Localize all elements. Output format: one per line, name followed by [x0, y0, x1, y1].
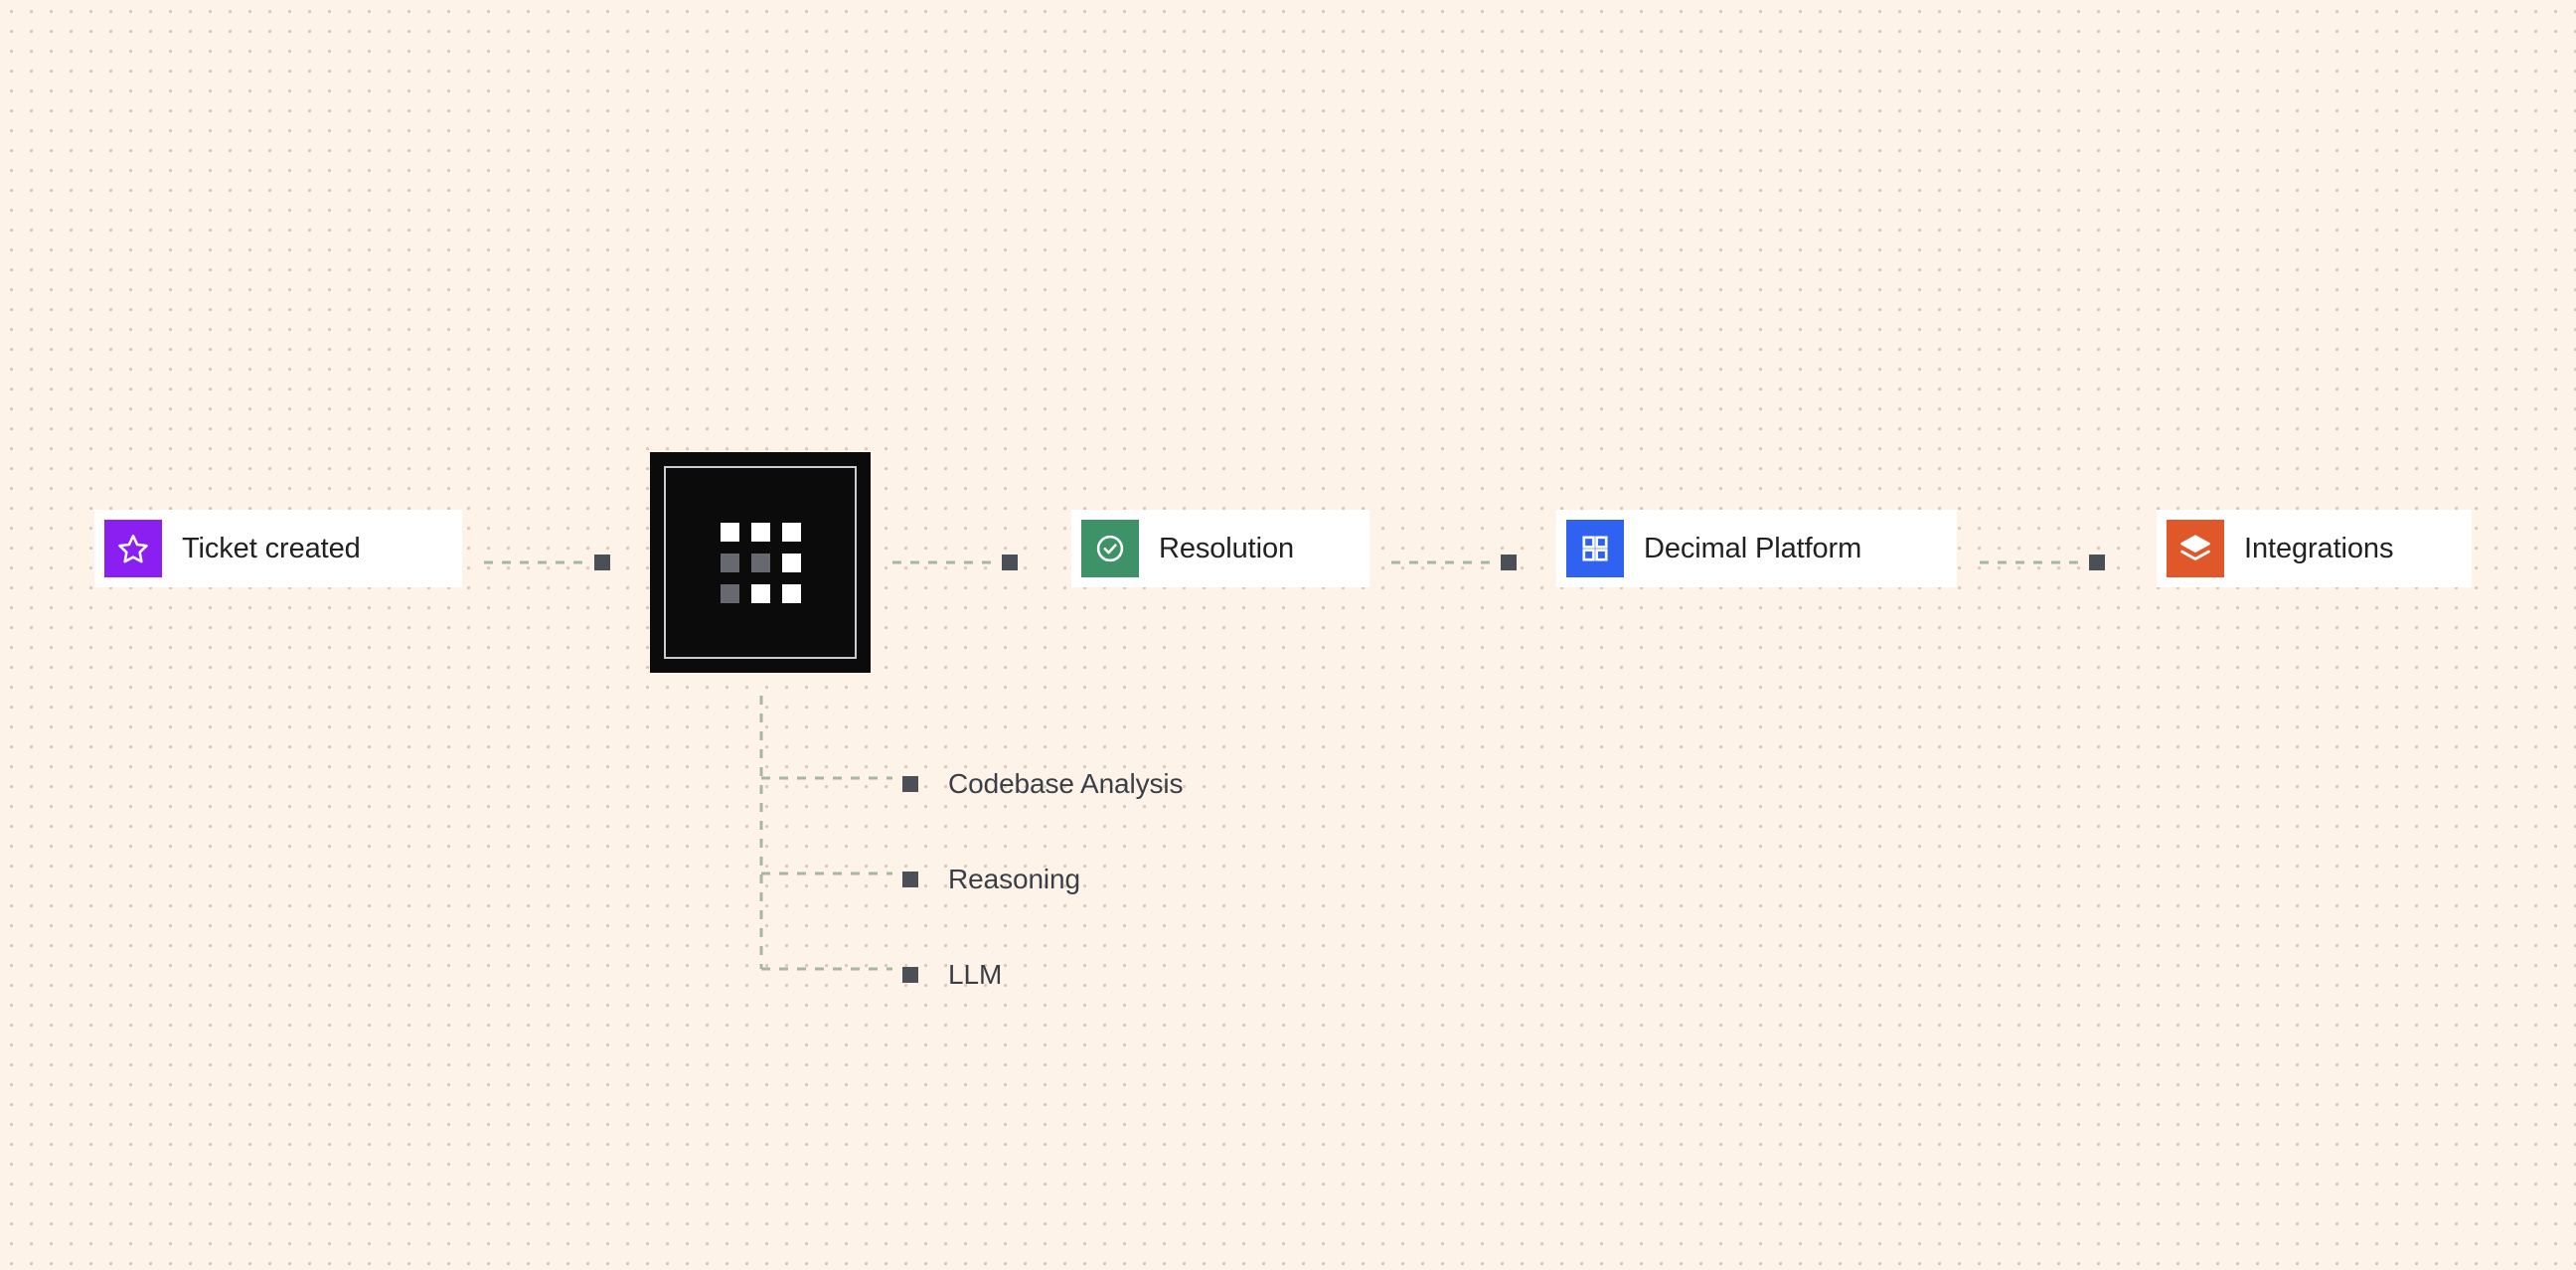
node-label-decimal-platform: Decimal Platform	[1644, 532, 1862, 564]
subitem-label-codebase-analysis: Codebase Analysis	[948, 768, 1184, 799]
check-circle-icon	[1081, 520, 1139, 577]
grid-four-icon	[1566, 520, 1624, 577]
node-resolution[interactable]: Resolution	[1071, 510, 1369, 587]
subitem-marker-icon	[902, 776, 918, 792]
connector-marker-platform-to-integrations	[2089, 555, 2105, 570]
agent-inner-border	[664, 466, 857, 659]
agent-cell	[720, 583, 739, 603]
subitem-marker-icon	[902, 967, 918, 983]
subitem-marker-icon	[902, 872, 918, 887]
agent-cell	[750, 553, 770, 572]
agent-cell	[781, 583, 801, 603]
agent-cell	[781, 522, 801, 542]
subitem-label-llm: LLM	[948, 959, 1003, 990]
node-ticket-created[interactable]: Ticket created	[94, 510, 462, 587]
layers-icon	[2167, 520, 2224, 577]
node-decimal-platform[interactable]: Decimal Platform	[1556, 510, 1957, 587]
dot-matrix-icon	[720, 522, 801, 603]
subitem-llm[interactable]: LLM	[902, 961, 1002, 989]
node-label-ticket-created: Ticket created	[182, 532, 361, 564]
node-agent[interactable]	[650, 452, 871, 673]
agent-cell	[750, 583, 770, 603]
node-label-integrations: Integrations	[2244, 532, 2394, 564]
agent-cell	[720, 553, 739, 572]
connector-marker-agent-to-resolution	[1002, 555, 1018, 570]
agent-cell	[720, 522, 739, 542]
connector-marker-resolution-to-platform	[1501, 555, 1517, 570]
subitem-label-reasoning: Reasoning	[948, 864, 1080, 894]
subitem-codebase-analysis[interactable]: Codebase Analysis	[902, 768, 1184, 799]
agent-cell	[750, 522, 770, 542]
star-icon	[104, 520, 162, 577]
connector-marker-ticket-to-agent	[594, 555, 610, 570]
subitem-reasoning[interactable]: Reasoning	[902, 866, 1080, 893]
agent-cell	[781, 553, 801, 572]
node-label-resolution: Resolution	[1159, 532, 1295, 564]
node-integrations[interactable]: Integrations	[2157, 510, 2472, 587]
